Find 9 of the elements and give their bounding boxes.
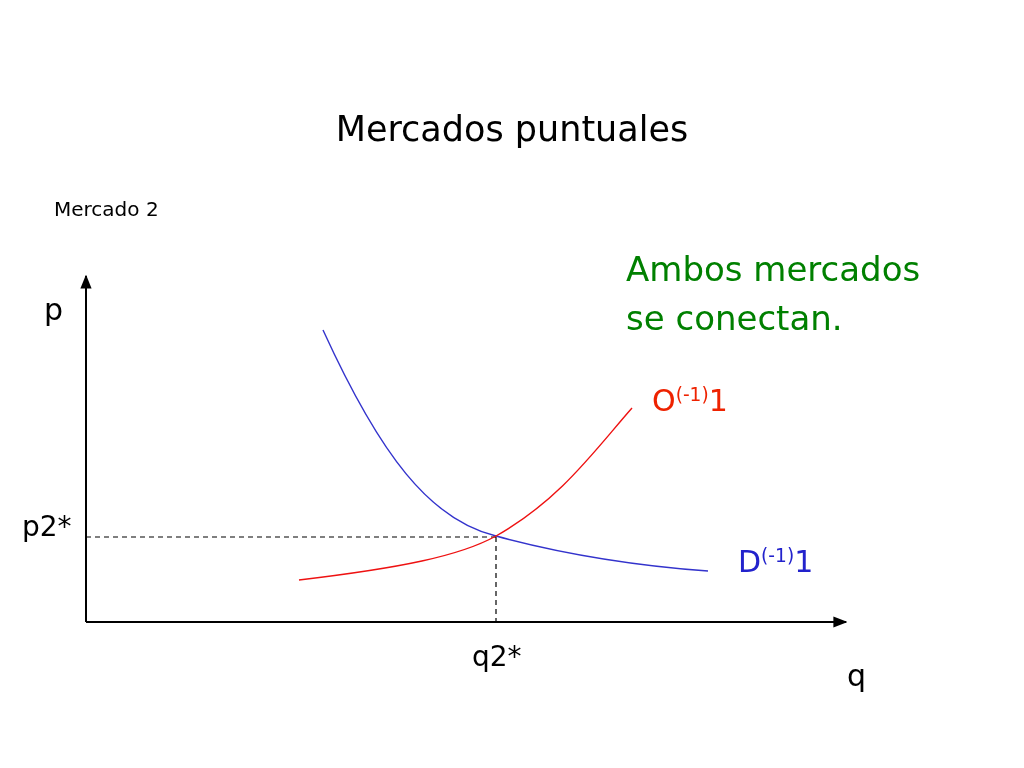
note-text: Ambos mercados se conectan. (626, 248, 922, 341)
curve-label: O$^{(-1)}$1 (652, 383, 728, 419)
axis-label: q (847, 658, 867, 694)
curve-label: D$^{(-1)}$1 (738, 544, 814, 580)
title: Mercados puntuales (334, 108, 690, 150)
panel-label: Mercado 2 (54, 197, 159, 221)
axis-label: p (44, 292, 64, 328)
axis-value-label: p2* (22, 510, 72, 544)
axis-value-label: q2* (472, 640, 522, 674)
